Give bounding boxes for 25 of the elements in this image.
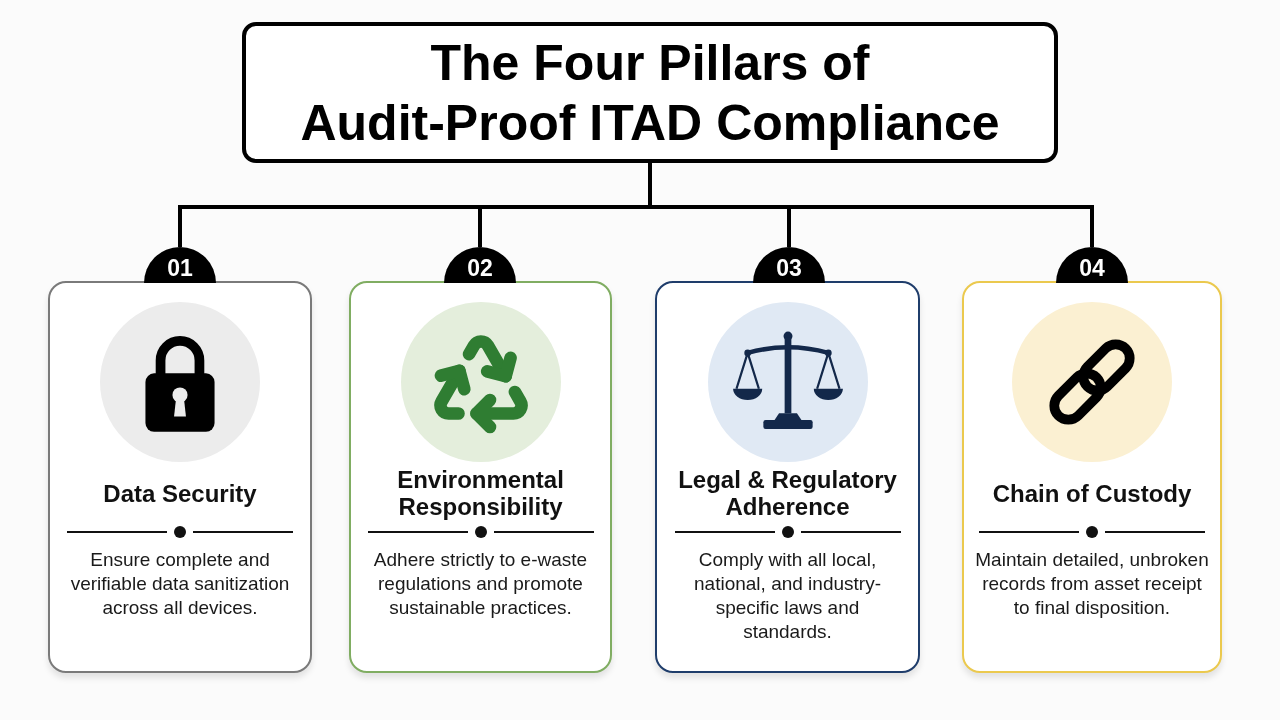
pillar-description: Comply with all local, national, and industry-specific laws and standards. bbox=[693, 548, 882, 644]
step-number: 02 bbox=[467, 254, 493, 282]
step-number: 03 bbox=[776, 254, 802, 282]
pillar-description: Maintain detailed, unbroken records from asset receipt to final disposition. bbox=[974, 548, 1210, 620]
pillar-heading: Data Security bbox=[103, 479, 257, 507]
connector-line bbox=[178, 205, 480, 247]
pillar-card bbox=[48, 281, 312, 673]
step-number: 04 bbox=[1079, 254, 1105, 282]
title-box bbox=[242, 22, 1058, 163]
connector-line bbox=[787, 209, 791, 247]
connector-line bbox=[650, 205, 789, 209]
connector-line bbox=[789, 205, 1094, 247]
step-number: 01 bbox=[167, 254, 193, 282]
heading-text: The Four Pillars of Audit-Proof ITAD Compliance bbox=[299, 33, 1001, 153]
pillar-heading: Environmental Responsibility bbox=[396, 466, 565, 520]
pillar-card bbox=[655, 281, 920, 673]
pillar-card bbox=[349, 281, 612, 673]
connector-line bbox=[478, 209, 482, 247]
pillar-heading: Legal & Regulatory Adherence bbox=[677, 466, 898, 520]
pillar-card bbox=[962, 281, 1222, 673]
connector-line bbox=[648, 163, 652, 205]
pillar-heading: Chain of Custody bbox=[992, 479, 1192, 507]
connector-line bbox=[480, 205, 650, 209]
pillar-description: Ensure complete and verifiable data sanitization across all devices. bbox=[69, 548, 291, 620]
pillar-description: Adhere strictly to e-waste regulations and promote sustainable practices. bbox=[372, 548, 589, 620]
